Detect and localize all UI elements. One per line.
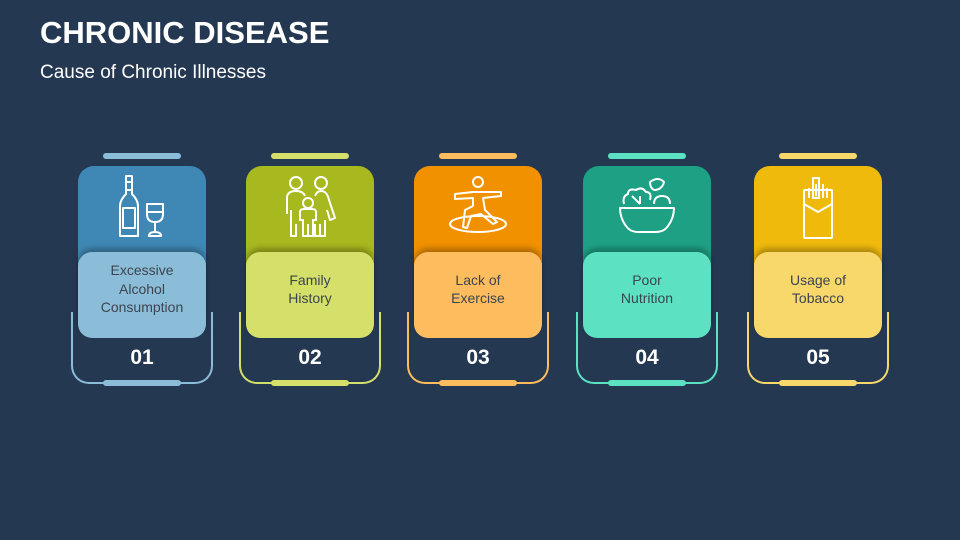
card-label: Usage of Tobacco — [789, 271, 847, 307]
family-icon — [277, 174, 343, 276]
top-accent-bar — [271, 153, 349, 159]
card-label: Poor Nutrition — [620, 271, 674, 307]
card-label-panel: Poor Nutrition — [583, 252, 711, 338]
salad-bowl-icon — [614, 174, 680, 276]
top-accent-bar — [608, 153, 686, 159]
bottom-accent-bar — [439, 380, 517, 386]
cause-card-poor-nutrition: Poor Nutrition 04 — [576, 150, 720, 390]
top-accent-bar — [103, 153, 181, 159]
card-label-panel: Excessive Alcohol Consumption — [78, 252, 206, 338]
cause-card-alcohol: Excessive Alcohol Consumption 01 — [71, 150, 215, 390]
card-number: 02 — [298, 346, 322, 369]
card-label: Family History — [288, 271, 332, 307]
card-number: 03 — [466, 346, 490, 369]
slide-title: CHRONIC DISEASE — [40, 15, 330, 50]
top-accent-bar — [439, 153, 517, 159]
cigarette-pack-icon — [785, 174, 851, 276]
card-label-panel: Family History — [246, 252, 374, 338]
cause-card-lack-of-exercise: Lack of Exercise 03 — [407, 150, 551, 390]
card-label-panel: Lack of Exercise — [414, 252, 542, 338]
slide-subtitle: Cause of Chronic Illnesses — [40, 62, 266, 83]
bottom-accent-bar — [271, 380, 349, 386]
exercise-pose-icon — [445, 174, 511, 276]
card-label: Lack of Exercise — [451, 271, 505, 307]
top-accent-bar — [779, 153, 857, 159]
card-number: 05 — [806, 346, 830, 369]
cause-card-tobacco: Usage of Tobacco 05 — [747, 150, 891, 390]
cause-card-family-history: Family History 02 — [239, 150, 383, 390]
bottom-accent-bar — [779, 380, 857, 386]
card-number: 01 — [130, 346, 154, 369]
card-number: 04 — [635, 346, 659, 369]
card-label-panel: Usage of Tobacco — [754, 252, 882, 338]
wine-bottle-glass-icon — [109, 174, 175, 276]
card-label: Excessive Alcohol Consumption — [100, 262, 184, 316]
bottom-accent-bar — [608, 380, 686, 386]
bottom-accent-bar — [103, 380, 181, 386]
